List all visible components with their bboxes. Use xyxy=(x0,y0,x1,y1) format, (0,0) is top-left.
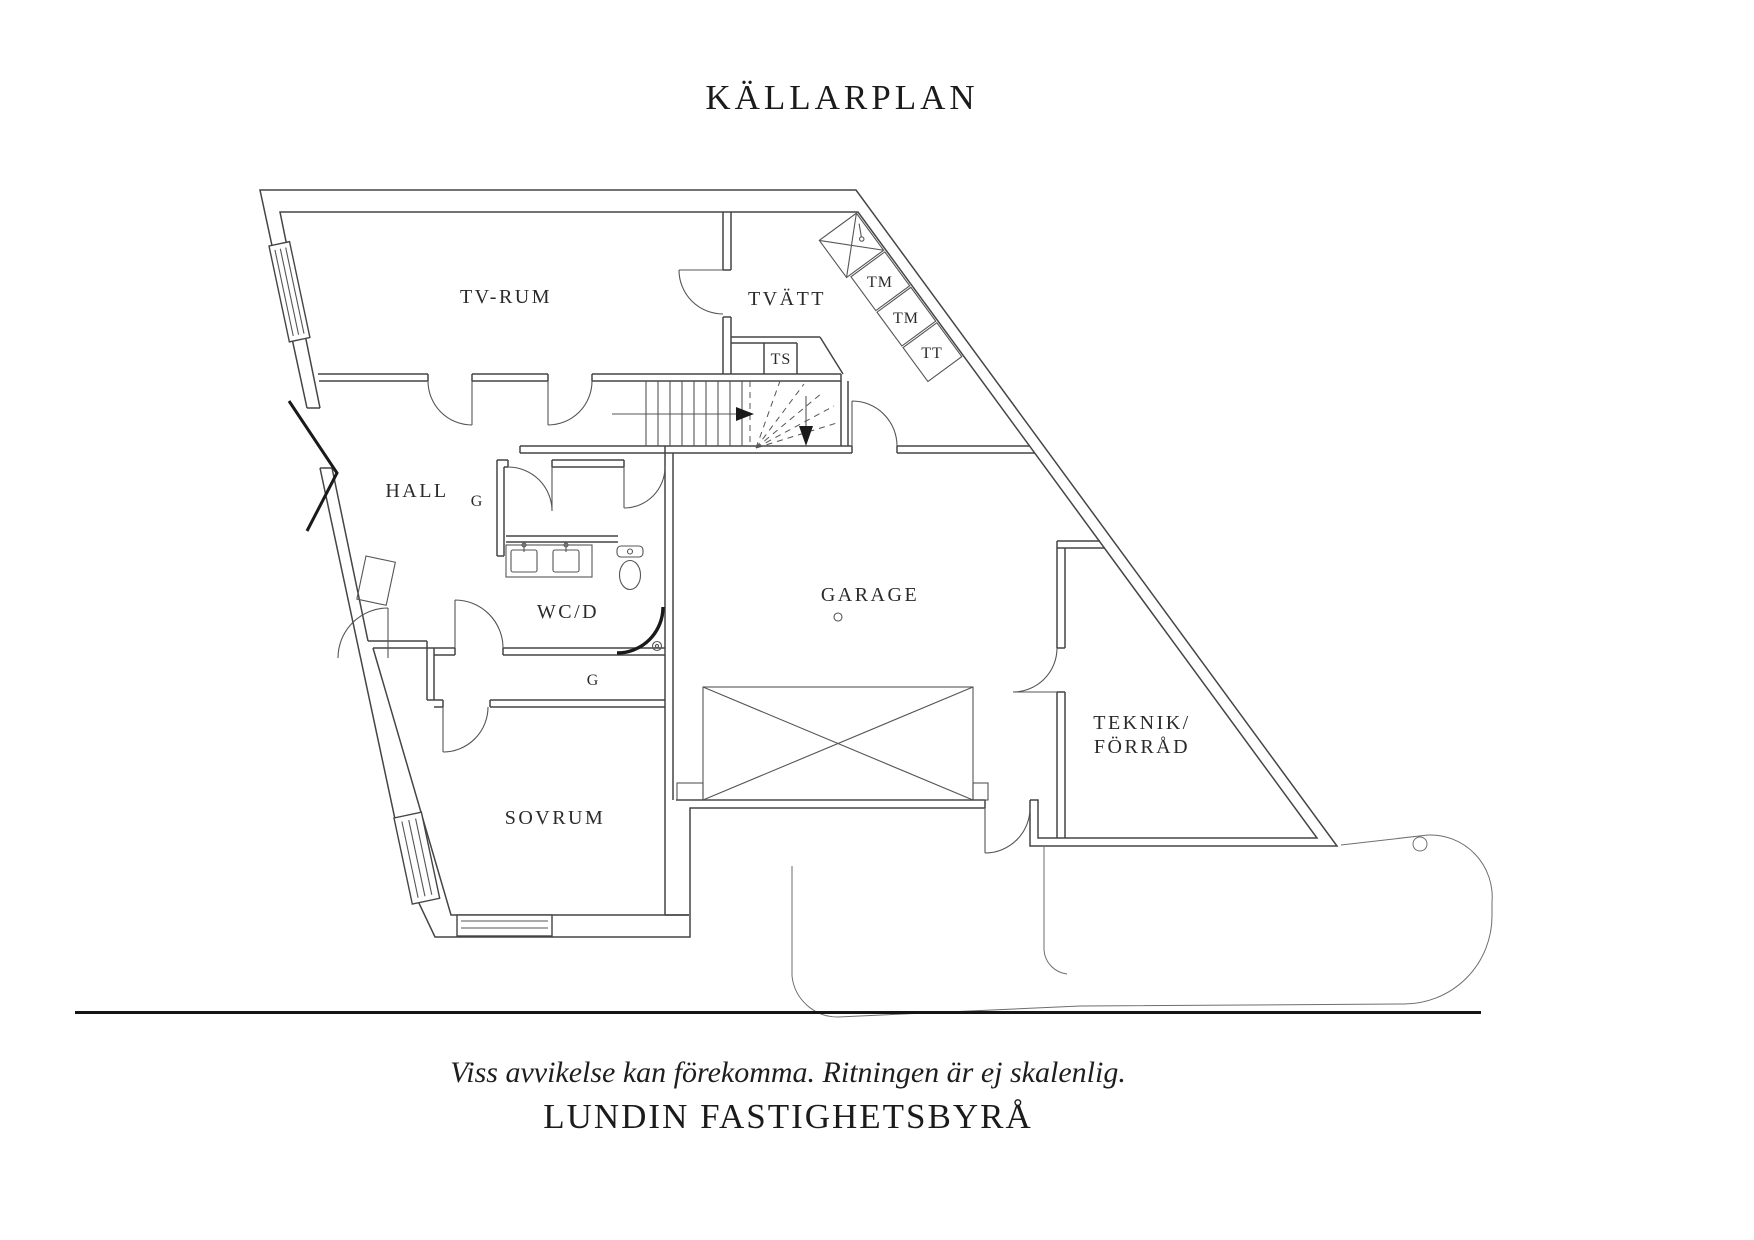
appliance-label-tm1: TM xyxy=(867,274,893,291)
door-arc xyxy=(984,807,1031,854)
entry-jambs xyxy=(307,407,1031,808)
agency-name: LUNDIN FASTIGHETSBYRÅ xyxy=(543,1097,1033,1136)
window-sovrum-bottom xyxy=(456,914,553,937)
sink-right xyxy=(552,549,580,573)
door-arc xyxy=(678,269,724,315)
entry-door-leaves xyxy=(287,400,339,532)
window-tvrum xyxy=(268,240,311,343)
room-label-ts: TS xyxy=(771,351,792,368)
room-label-sovrum: SOVRUM xyxy=(505,807,606,829)
terrace-drain xyxy=(1412,836,1428,852)
laundry-appliances xyxy=(818,212,963,383)
shower-door xyxy=(616,606,665,655)
laundry-faucet xyxy=(858,236,865,242)
room-label-tvatt: TVÄTT xyxy=(748,287,826,310)
laundry-sink-cross xyxy=(819,213,884,278)
washer-2 xyxy=(876,286,937,347)
door-arc xyxy=(547,380,593,426)
room-label-tv-rum: TV-RUM xyxy=(460,286,552,308)
closet-label-g-lower: G xyxy=(587,672,600,689)
garage-elements xyxy=(676,612,989,801)
door-arc xyxy=(623,466,666,509)
stair-arrow-right xyxy=(736,407,754,421)
door-arc xyxy=(442,706,489,753)
appliance-label-tt: TT xyxy=(921,345,943,362)
door-arc xyxy=(851,400,898,447)
door-arc xyxy=(1012,647,1058,693)
room-label-wcd: WC/D xyxy=(537,601,599,623)
stair-arrow-down xyxy=(799,426,813,446)
room-label-teknik-1: TEKNIK/ xyxy=(1093,712,1190,734)
garage-ramp xyxy=(702,686,974,801)
door-arc xyxy=(427,380,473,426)
staircase xyxy=(612,380,841,449)
inner-wall-hall-slant xyxy=(331,467,369,642)
closet-label-g-upper: G xyxy=(471,493,484,510)
room-label-garage: GARAGE xyxy=(821,584,919,606)
door-arc xyxy=(337,607,389,659)
outer-wall-line xyxy=(259,189,1339,938)
doors xyxy=(287,269,1058,854)
dryer xyxy=(902,322,963,383)
inner-wall-sovrum xyxy=(372,647,689,916)
appliance-label-tm2: TM xyxy=(893,310,919,327)
bathroom-fixtures xyxy=(505,542,665,655)
room-label-teknik-2: FÖRRÅD xyxy=(1094,735,1190,758)
washer-1 xyxy=(850,251,911,312)
interior-walls xyxy=(318,212,1105,916)
window-sovrum-slant xyxy=(393,811,441,905)
vanity-counter xyxy=(505,544,593,578)
footer-disclaimer: Viss avvikelse kan förekomma. Ritningen … xyxy=(450,1056,1126,1089)
door-arc xyxy=(507,466,553,512)
toilet xyxy=(616,545,644,591)
windows xyxy=(268,240,553,937)
page-title: KÄLLARPLAN xyxy=(705,78,979,117)
sink-left xyxy=(510,549,538,573)
terrace-outline xyxy=(791,834,1493,1018)
winder-steps xyxy=(749,380,841,449)
door-arc xyxy=(454,599,504,649)
entry-step xyxy=(356,555,396,606)
shower-drain xyxy=(651,640,663,652)
room-labels: TV-RUM TVÄTT TS TM TM TT HALL G WC/D GAR… xyxy=(385,274,1190,829)
room-label-hall: HALL xyxy=(385,480,448,502)
footer-divider xyxy=(75,1011,1481,1014)
floor-drain xyxy=(833,612,843,622)
